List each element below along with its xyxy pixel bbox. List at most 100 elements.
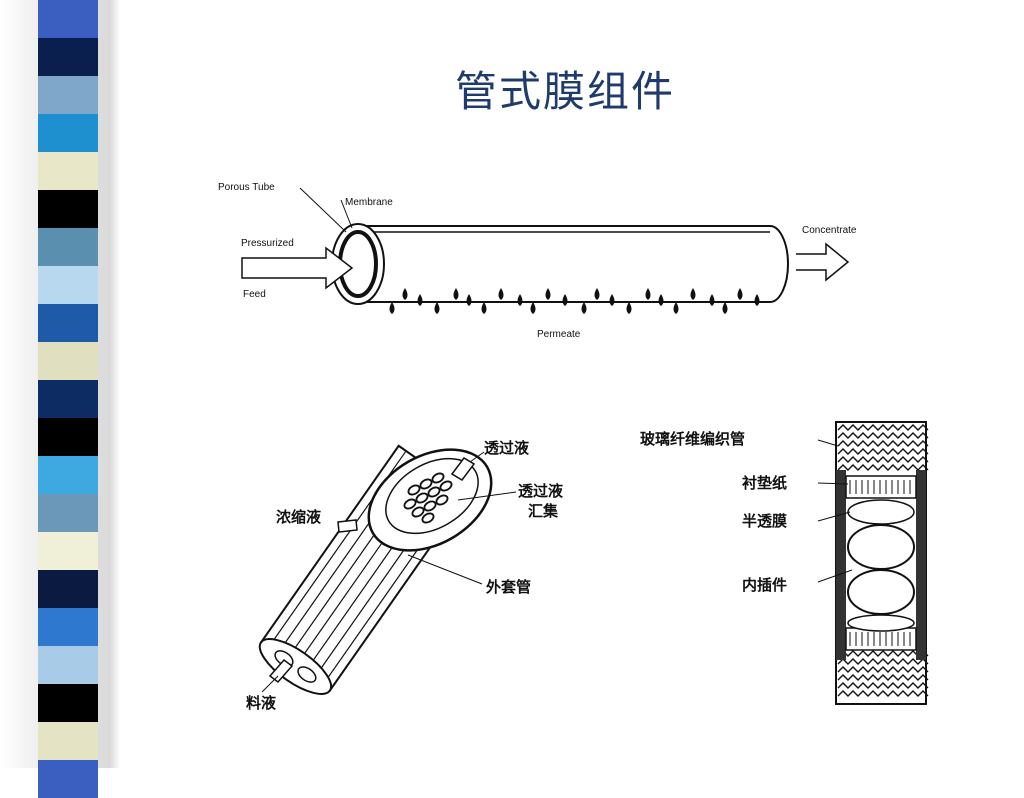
stripe-bar: [38, 38, 98, 76]
stripe-bar: [38, 532, 98, 570]
droplet: [389, 302, 395, 314]
label-feed-cn: 料液: [246, 694, 277, 712]
label-porous-tube: Porous Tube: [218, 182, 275, 193]
droplet: [530, 302, 536, 314]
feed-arrow: [241, 246, 354, 290]
droplet: [581, 302, 587, 314]
droplet: [417, 294, 423, 306]
label-membrane: Membrane: [345, 197, 393, 208]
droplet: [673, 302, 679, 314]
label-permeate-collect-1: 透过液: [518, 482, 564, 500]
droplet: [402, 288, 408, 300]
droplet: [722, 302, 728, 314]
droplet: [517, 294, 523, 306]
stripe-bar: [38, 228, 98, 266]
stripe-bar: [38, 266, 98, 304]
zigzag-line: [837, 666, 929, 673]
tube-hole: [427, 486, 441, 498]
droplet: [562, 294, 568, 306]
droplet: [645, 288, 651, 300]
tube-hole: [421, 512, 435, 524]
label-permeate-collect-2: 汇集: [528, 502, 559, 520]
tube-hole: [435, 494, 449, 506]
insert-disc-1: [847, 499, 915, 525]
zigzag-line: [837, 424, 929, 431]
droplet: [690, 288, 696, 300]
zigzag-line: [837, 682, 929, 689]
stripe-bar: [38, 684, 98, 722]
tube-hole: [439, 480, 453, 492]
zigzag-line: [837, 690, 929, 697]
diagram-canvas: Porous Tube Membrane Pressurized Feed Co…: [218, 182, 929, 712]
zigzag-line: [837, 448, 929, 455]
insert-disc-4: [847, 614, 915, 632]
stripe-bar: [38, 570, 98, 608]
tube-hole: [407, 484, 421, 496]
label-semipermeable: 半透膜: [742, 512, 787, 530]
droplet: [498, 288, 504, 300]
label-liner-paper: 衬垫纸: [742, 474, 787, 492]
stripe-bar: [38, 342, 98, 380]
label-permeate-cn: 透过液: [484, 439, 530, 457]
permeate-nozzle: [450, 457, 476, 481]
droplet: [545, 288, 551, 300]
zigzag-line: [837, 432, 929, 439]
stripe-bar: [38, 418, 98, 456]
concentrate-nozzle: [337, 519, 358, 533]
stripe-bar: [38, 304, 98, 342]
stripe-bar: [38, 722, 98, 760]
tube-hole: [419, 478, 433, 490]
droplet: [453, 288, 459, 300]
stripe-bar: [38, 456, 98, 494]
stripe-bar: [38, 494, 98, 532]
tube-body: [358, 225, 789, 303]
zigzag-line: [837, 464, 929, 471]
zigzag-line: [837, 650, 929, 657]
label-concentrate-cn: 浓缩液: [276, 508, 322, 526]
zigzag-line: [837, 674, 929, 681]
feed-nozzle: [268, 658, 294, 684]
liner-ticks: [849, 480, 911, 494]
tube-section-detail: 玻璃纤维编织管 衬垫纸 半透膜 内插件: [640, 421, 929, 705]
tube-hole: [403, 498, 417, 510]
permeate-droplets: [389, 288, 760, 314]
concentrate-arrow: [796, 242, 850, 282]
droplet: [594, 288, 600, 300]
stripe-bar: [38, 76, 98, 114]
stripe-bar: [38, 114, 98, 152]
droplet: [609, 294, 615, 306]
tube-hole: [411, 506, 425, 518]
stripe-bars: [38, 0, 98, 798]
zigzag-line: [837, 456, 929, 463]
stripe-bar: [38, 152, 98, 190]
droplet: [481, 302, 487, 314]
label-concentrate: Concentrate: [802, 225, 857, 236]
droplet: [737, 288, 743, 300]
droplet: [658, 294, 664, 306]
label-permeate: Permeate: [537, 329, 581, 340]
droplet: [709, 294, 715, 306]
zigzag-line: [837, 658, 929, 665]
tube-hole: [431, 472, 445, 484]
stripe-bar: [38, 190, 98, 228]
droplet: [434, 302, 440, 314]
stripe-bar: [38, 0, 98, 38]
insert-disc-3: [847, 569, 915, 615]
braided-pattern-bottom: [837, 650, 929, 697]
tube-hole: [415, 492, 429, 504]
droplet: [754, 294, 760, 306]
droplet: [626, 302, 632, 314]
decorative-side-stripe: [0, 0, 120, 798]
label-insert: 内插件: [742, 576, 787, 594]
tubular-membrane-schematic: Porous Tube Membrane Pressurized Feed Co…: [218, 182, 857, 340]
stripe-bar: [38, 646, 98, 684]
label-outer-shell: 外套管: [485, 578, 531, 596]
label-feed: Feed: [243, 289, 266, 300]
insert-disc-2: [847, 524, 915, 570]
liner-ticks-bottom: [849, 632, 911, 646]
tube-sheet-holes: [403, 472, 453, 524]
label-pressurized: Pressurized: [241, 238, 294, 249]
stripe-bar: [38, 608, 98, 646]
droplet: [466, 294, 472, 306]
zigzag-line: [837, 440, 929, 447]
